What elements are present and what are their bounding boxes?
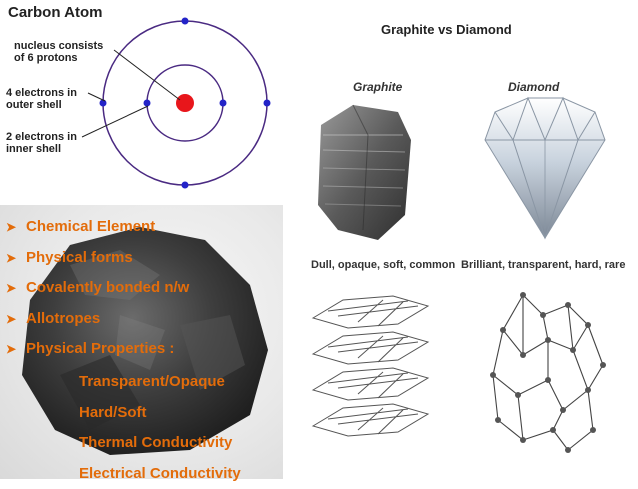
inner-electron xyxy=(220,100,227,107)
graphite-sheet xyxy=(313,368,428,400)
bullet-arrow-icon: ➤ xyxy=(6,243,26,273)
property-item: Transparent/Opaque xyxy=(79,367,241,398)
bullet-item: ➤Covalently bonded n/w xyxy=(6,273,189,304)
bullet-item: ➤Allotropes xyxy=(6,304,189,335)
bullet-arrow-icon: ➤ xyxy=(6,273,26,303)
bullet-item: ➤Chemical Element xyxy=(6,212,189,243)
outer-electron xyxy=(264,100,271,107)
bullet-item: ➤Physical Properties : xyxy=(6,334,189,365)
carbon-atom-diagram: Carbon Atom nucleus consists of 6 proton… xyxy=(0,0,283,205)
inner-electron xyxy=(144,100,151,107)
property-item: Hard/Soft xyxy=(79,398,241,429)
properties-bullet-list: ➤Chemical Element ➤Physical forms ➤Coval… xyxy=(6,212,189,365)
diamond-lattice xyxy=(490,292,606,453)
graphite-block xyxy=(318,105,411,240)
nucleus-pointer xyxy=(114,50,180,100)
graphite-sheet xyxy=(313,296,428,328)
physical-properties-list: Transparent/Opaque Hard/Soft Thermal Con… xyxy=(79,367,241,489)
bullet-item: ➤Physical forms xyxy=(6,243,189,274)
property-item: Thermal Conductivity xyxy=(79,428,241,459)
diamond-gem xyxy=(485,98,605,238)
property-item: Electrical Conductivity xyxy=(79,459,241,489)
atom-shells xyxy=(0,0,283,205)
diamond-description: Brilliant, transparent, hard, rare xyxy=(461,259,625,271)
nucleus xyxy=(176,94,194,112)
outer-pointer xyxy=(88,93,105,101)
outer-electron xyxy=(182,182,189,189)
outer-electron xyxy=(182,18,189,25)
graphite-sheet xyxy=(313,332,428,364)
allotrope-illustrations xyxy=(283,0,638,479)
graphite-description: Dull, opaque, soft, common xyxy=(311,259,455,271)
graphite-layers xyxy=(313,296,428,436)
inner-pointer xyxy=(82,106,148,137)
bullet-arrow-icon: ➤ xyxy=(6,334,26,364)
bullet-arrow-icon: ➤ xyxy=(6,212,26,242)
graphite-vs-diamond: Graphite vs Diamond Graphite Diamond xyxy=(283,0,638,479)
bullet-arrow-icon: ➤ xyxy=(6,304,26,334)
graphite-sheet xyxy=(313,404,428,436)
